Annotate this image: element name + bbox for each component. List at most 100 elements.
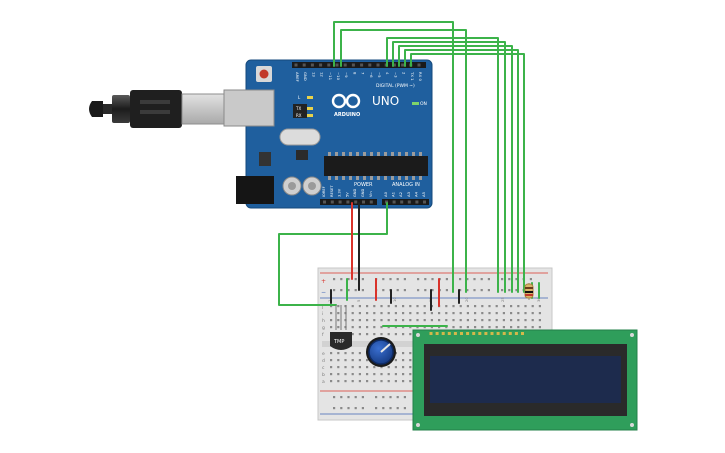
digital-pin-hole: [368, 63, 372, 67]
breadboard-hole: [380, 333, 383, 336]
breadboard-hole: [330, 366, 333, 369]
wire-pin2-to-breadboard[interactable]: [404, 49, 519, 293]
breadboard-hole: [373, 305, 376, 308]
lcd-pin: [441, 332, 445, 335]
power-pin-hole: [330, 200, 334, 204]
row-letter: a: [322, 380, 325, 385]
breadboard-hole: [351, 366, 354, 369]
breadboard-hole: [495, 305, 498, 308]
digital-pin-hole: [335, 63, 339, 67]
breadboard-hole: [394, 333, 397, 336]
power-pin-label: 3.3V: [338, 188, 342, 197]
wire-pin1-to-breadboard[interactable]: [410, 53, 525, 293]
breadboard-hole: [396, 396, 399, 399]
row-letter: e: [322, 352, 325, 357]
digital-pin-label: ~9: [344, 72, 349, 78]
wire-pin4-to-breadboard[interactable]: [392, 41, 506, 293]
lcd-pin: [478, 332, 482, 335]
potentiometer[interactable]: [366, 337, 396, 367]
digital-pin-label: 8: [352, 72, 357, 75]
breadboard-hole: [354, 278, 357, 281]
analog-pin-header[interactable]: [382, 199, 429, 205]
digital-pin-hole: [327, 63, 331, 67]
breadboard-hole: [459, 278, 462, 281]
power-jack: [236, 176, 274, 204]
breadboard-hole: [375, 396, 378, 399]
column-label: 25: [500, 297, 505, 302]
wire-pin12-to-breadboard[interactable]: [333, 21, 454, 293]
digital-pin-hole: [401, 63, 405, 67]
breadboard-hole: [423, 319, 426, 322]
analog-pin-hole: [400, 200, 404, 204]
digital-pin-header[interactable]: [292, 62, 426, 68]
breadboard-hole: [358, 333, 361, 336]
power-pin-label: RESET: [330, 185, 334, 197]
breadboard-hole: [517, 312, 520, 315]
breadboard-hole: [347, 407, 350, 410]
breadboard-hole: [394, 380, 397, 383]
breadboard-hole: [351, 333, 354, 336]
breadboard-hole: [330, 380, 333, 383]
wire-pin3-to-breadboard[interactable]: [398, 45, 513, 293]
breadboard-hole: [473, 289, 476, 292]
led-label-rx: RX: [296, 113, 302, 118]
breadboard-hole: [380, 373, 383, 376]
breadboard-hole: [402, 380, 405, 383]
breadboard-hole: [382, 278, 385, 281]
breadboard-hole: [394, 312, 397, 315]
breadboard-hole: [409, 380, 412, 383]
breadboard-hole: [529, 278, 532, 281]
breadboard-hole: [373, 319, 376, 322]
digital-pin-hole: [376, 63, 380, 67]
breadboard-hole: [337, 326, 340, 329]
usb-b-jack: [223, 89, 275, 127]
breadboard-hole: [459, 289, 462, 292]
resistor[interactable]: [524, 283, 534, 300]
breadboard-hole: [473, 278, 476, 281]
breadboard-hole: [358, 373, 361, 376]
breadboard-hole: [380, 366, 383, 369]
breadboard-hole: [347, 278, 350, 281]
breadboard-hole: [466, 278, 469, 281]
breadboard-hole: [402, 319, 405, 322]
breadboard-hole: [380, 319, 383, 322]
breadboard-hole: [445, 319, 448, 322]
breadboard-hole: [409, 366, 412, 369]
crystal-oscillator: [279, 128, 321, 146]
breadboard-hole: [380, 380, 383, 383]
breadboard-hole: [510, 305, 513, 308]
digital-pin-label: RX 0: [418, 72, 423, 81]
breadboard-hole: [361, 289, 364, 292]
breadboard-hole: [431, 278, 434, 281]
breadboard-hole: [333, 289, 336, 292]
breadboard-hole: [531, 312, 534, 315]
wire-pin11-to-breadboard[interactable]: [340, 29, 467, 293]
breadboard-hole: [382, 289, 385, 292]
row-letter: j: [321, 304, 323, 310]
power-pin-hole: [346, 200, 350, 204]
breadboard-hole: [366, 305, 369, 308]
breadboard-hole: [351, 380, 354, 383]
breadboard-hole: [417, 278, 420, 281]
breadboard-hole: [375, 407, 378, 410]
breadboard-hole: [337, 380, 340, 383]
analog-pin-hole: [385, 200, 388, 204]
power-pin-hole: [323, 200, 326, 204]
breadboard-hole: [387, 319, 390, 322]
breadboard-hole: [330, 359, 333, 362]
breadboard-hole: [351, 312, 354, 315]
breadboard-hole: [396, 289, 399, 292]
wire-pin5-to-breadboard[interactable]: [386, 37, 499, 293]
breadboard-hole: [445, 312, 448, 315]
digital-pin-label: ~3: [393, 72, 398, 78]
breadboard-hole: [361, 407, 364, 410]
breadboard-hole: [366, 373, 369, 376]
lcd-display[interactable]: [412, 329, 638, 431]
row-letter: d: [322, 358, 325, 364]
breadboard-hole: [394, 359, 397, 362]
temperature-sensor[interactable]: TMP: [330, 305, 352, 350]
wire-a0-to-sensor[interactable]: [278, 202, 388, 306]
